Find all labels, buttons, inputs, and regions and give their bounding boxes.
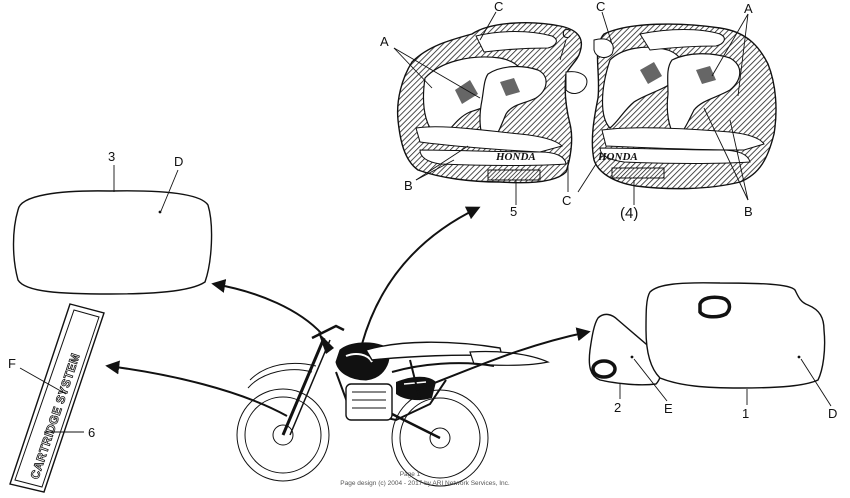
leader-callout-d-1 [800, 358, 832, 407]
callout-letters: C A C B C C A B D D E F [8, 0, 837, 421]
part-number-labels: 3 6 2 1 5 (4) [88, 149, 749, 440]
leader-callout-d-3 [160, 169, 179, 212]
label-part-1: 1 [742, 406, 749, 421]
label-part-5: 5 [510, 204, 517, 219]
label-part-3: 3 [108, 149, 115, 164]
callout-c-mid: C [562, 26, 571, 41]
callout-e: E [664, 401, 673, 416]
callout-a-left: A [380, 34, 389, 49]
decal-part-2 [588, 313, 663, 386]
footer-line-2: Page design (c) 2004 - 2017 by ARI Netwo… [340, 480, 510, 487]
decal-part-5: HONDA [396, 22, 588, 184]
leader-callout-e [633, 358, 668, 402]
decal-part-3 [12, 190, 213, 295]
decal-part-1 [645, 282, 826, 389]
footer: Page 1 Page design (c) 2004 - 2017 by AR… [340, 471, 510, 487]
callout-c-bottom: C [562, 193, 571, 208]
decal-part-6: CARTRIDGE SYSTEM [9, 303, 105, 493]
callout-f: F [8, 356, 16, 371]
footer-line-1: Page 1 [400, 471, 421, 478]
callout-b-right: B [744, 204, 753, 219]
pointer-arrows [105, 206, 591, 417]
callout-b-left: B [404, 178, 413, 193]
callout-c-top-left: C [494, 0, 503, 14]
label-part-6: 6 [88, 425, 95, 440]
label-part-4: (4) [620, 205, 638, 222]
brand-text-right: HONDA [597, 151, 638, 163]
callout-a-right: A [744, 1, 753, 16]
leader-callout-f [19, 367, 67, 395]
callout-c-top-right: C [596, 0, 605, 14]
callout-d-part-3: D [174, 154, 183, 169]
label-part-2: 2 [614, 400, 621, 415]
decal-part-4: HONDA [591, 23, 777, 190]
callout-d-part-1: D [828, 406, 837, 421]
motorcycle [236, 324, 550, 487]
brand-text-left: HONDA [495, 151, 536, 163]
callout-leaders [393, 11, 749, 201]
